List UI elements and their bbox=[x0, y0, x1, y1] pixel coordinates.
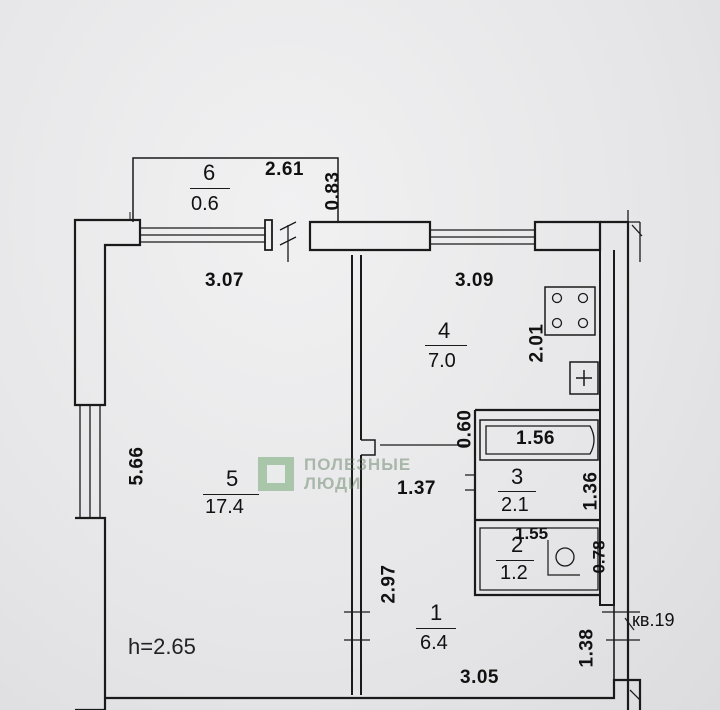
hall-width-dimension: 3.05 bbox=[460, 667, 499, 688]
room1-fraction-bar bbox=[416, 628, 456, 629]
ceiling-height-label: h=2.65 bbox=[128, 634, 196, 659]
flat-number-label: кв.19 bbox=[632, 610, 675, 630]
room4-fraction-bar bbox=[425, 345, 467, 346]
room5-number: 5 bbox=[226, 466, 239, 491]
room6-number: 6 bbox=[203, 160, 216, 185]
room3-number: 3 bbox=[511, 464, 524, 489]
entry-depth-dimension: 1.38 bbox=[576, 628, 598, 668]
room3-area: 2.1 bbox=[501, 494, 529, 516]
room6-area: 0.6 bbox=[191, 193, 219, 215]
watermark-icon bbox=[258, 457, 294, 491]
hall-depth-dimension: 2.97 bbox=[378, 564, 400, 604]
room4-depth-dimension: 2.01 bbox=[526, 323, 548, 363]
wc-width-dimension: 1.55 bbox=[515, 524, 549, 543]
watermark-line1: ПОЛЕЗНЫЕ bbox=[304, 455, 412, 474]
room3-fraction-bar bbox=[498, 491, 536, 492]
room1-number: 1 bbox=[430, 600, 443, 625]
room5-depth-dimension: 5.66 bbox=[126, 446, 148, 486]
room4-width-dimension: 3.09 bbox=[455, 270, 494, 291]
bath-offset-dimension: 0.60 bbox=[454, 409, 476, 449]
corridor-width-dimension: 1.37 bbox=[397, 478, 436, 499]
room5-width-dimension: 3.07 bbox=[205, 270, 244, 291]
room4-number: 4 bbox=[438, 318, 451, 343]
room6-fraction-bar bbox=[190, 188, 230, 189]
balcony-width-dimension: 2.61 bbox=[265, 159, 304, 180]
watermark-logo: ПОЛЕЗНЫЕ ЛЮДИ bbox=[258, 455, 458, 495]
wc-depth-dimension: 0.78 bbox=[589, 540, 609, 574]
room2-area: 1.2 bbox=[500, 562, 528, 584]
room2-fraction-bar bbox=[496, 560, 534, 561]
room4-area: 7.0 bbox=[428, 350, 456, 372]
room2-number: 2 bbox=[511, 532, 524, 557]
balcony-depth-dimension: 0.83 bbox=[322, 171, 344, 211]
bath-width-dimension: 1.56 bbox=[516, 428, 555, 449]
watermark-line2: ЛЮДИ bbox=[304, 474, 362, 493]
room5-fraction-bar bbox=[203, 494, 259, 495]
room1-area: 6.4 bbox=[420, 632, 448, 654]
room5-area: 17.4 bbox=[205, 496, 244, 518]
bath-depth-dimension: 1.36 bbox=[580, 471, 602, 511]
